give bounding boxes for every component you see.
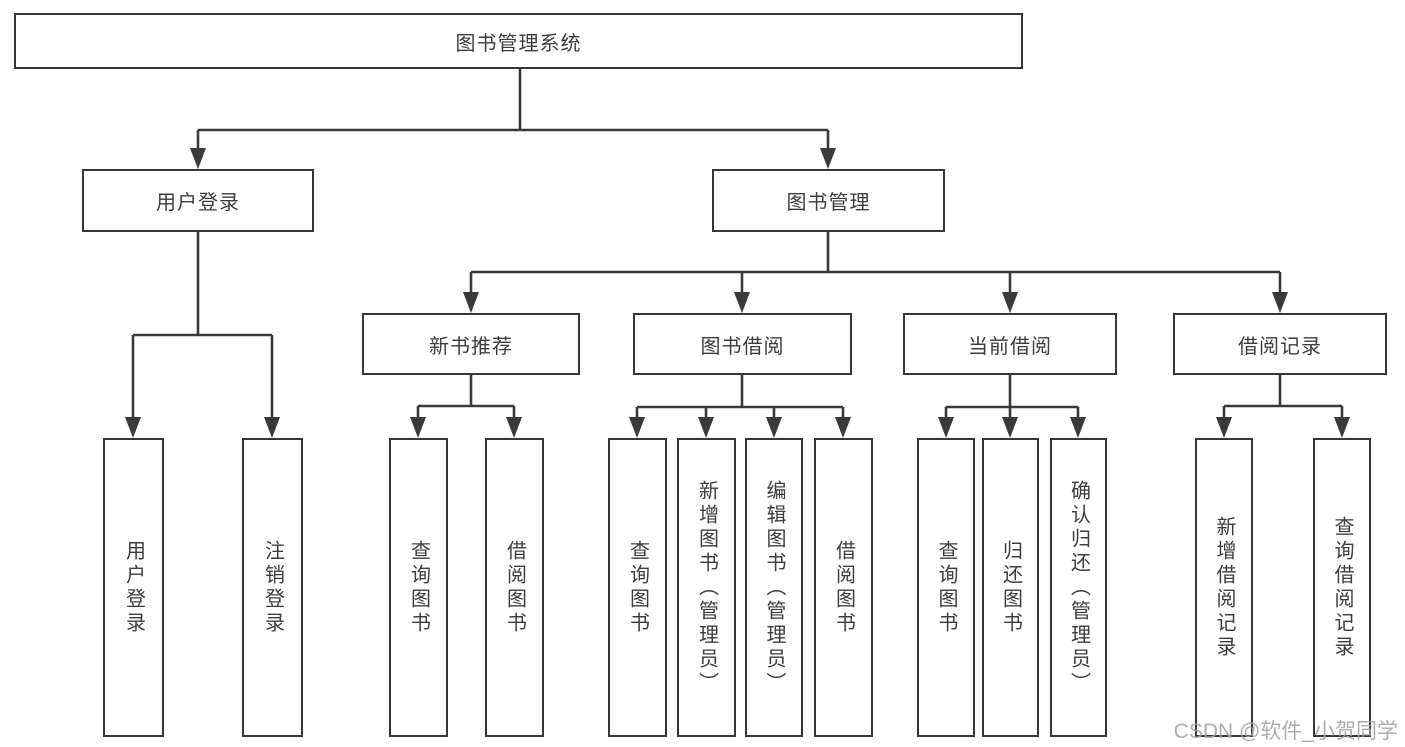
node-user-login: 用户登录 (82, 169, 314, 232)
leaf-borrow-books-borrow: 借阅图书 (814, 438, 873, 737)
leaf-query-books-current: 查询图书 (917, 438, 975, 737)
leaf-user-login: 用户登录 (103, 438, 164, 737)
leaf-edit-books-admin: 编辑图书（管理员） (745, 438, 803, 737)
leaf-logout: 注销登录 (242, 438, 303, 737)
node-book-borrow: 图书借阅 (633, 313, 852, 375)
node-root-system: 图书管理系统 (14, 13, 1023, 69)
leaf-add-borrow-record: 新增借阅记录 (1195, 438, 1253, 737)
node-current-borrow: 当前借阅 (903, 313, 1117, 375)
leaf-query-books-recommend: 查询图书 (389, 438, 448, 737)
leaf-confirm-return-admin: 确认归还（管理员） (1050, 438, 1107, 737)
leaf-return-books: 归还图书 (982, 438, 1039, 737)
leaf-borrow-books-recommend: 借阅图书 (485, 438, 544, 737)
csdn-watermark: CSDN @软件_小贺同学 (1173, 720, 1398, 743)
leaf-query-books-borrow: 查询图书 (608, 438, 667, 737)
leaf-query-borrow-record: 查询借阅记录 (1313, 438, 1371, 737)
node-book-management: 图书管理 (712, 169, 945, 232)
node-borrow-records: 借阅记录 (1173, 313, 1387, 375)
node-new-book-recommend: 新书推荐 (362, 313, 580, 375)
leaf-add-books-admin: 新增图书（管理员） (677, 438, 736, 737)
